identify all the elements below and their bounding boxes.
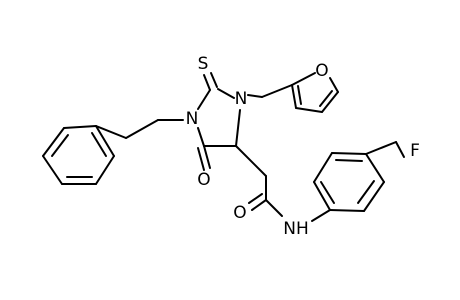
bond-fph-double-3 <box>320 181 335 204</box>
bond-fur-c2-c3-double <box>297 85 302 105</box>
sulfur-label: S <box>198 54 209 74</box>
bond-fur-c5-o <box>329 77 339 93</box>
ring-nitrogen-3-label: N <box>235 89 248 109</box>
bond-n3-ch2 <box>247 94 263 98</box>
bond-c4-n3 <box>235 109 241 147</box>
ring-carbonyl <box>197 145 211 171</box>
bond-fur-c4-c5 <box>321 91 339 113</box>
bond-fur-c3-c4 <box>295 107 323 113</box>
bond-ph-6 <box>95 125 115 157</box>
bond-co-o-a <box>251 199 267 211</box>
bond-c-f-ext <box>395 141 405 158</box>
bond-c-f <box>365 141 397 155</box>
bond-fph-1 <box>329 209 365 212</box>
bond-co-nh <box>265 199 283 217</box>
bond-fur-o-c2 <box>291 72 316 86</box>
bond-c5-o-a <box>203 145 211 169</box>
bond-ph-double-1 <box>51 134 69 157</box>
furan-oxygen-label: O <box>315 61 328 81</box>
bond-ph-1 <box>63 125 97 129</box>
furan-ring <box>291 72 339 113</box>
amide-oxygen-label: O <box>233 203 246 223</box>
bond-ch2-furan <box>261 84 293 98</box>
bond-ph-double-3 <box>91 132 107 157</box>
bond-n1-c2 <box>197 89 211 110</box>
bond-fph-4 <box>331 152 367 155</box>
phenethyl-group <box>95 119 184 139</box>
bond-ph-2 <box>42 127 65 157</box>
bond-ph-3 <box>42 155 63 185</box>
bond-fph-5 <box>313 152 333 183</box>
bond-ch2-ph <box>95 125 127 139</box>
fluorophenyl-ring <box>313 152 385 212</box>
bond-fph-double-1 <box>357 180 375 204</box>
bond-n1-c5 <box>197 127 205 147</box>
thione-group <box>203 72 218 91</box>
bond-c4-ch2 <box>235 145 267 177</box>
ring-nitrogen-1-label: N <box>186 109 199 129</box>
bond-fph-3 <box>365 153 385 183</box>
bond-fur-c4-c5-double <box>319 90 333 107</box>
bond-fur-c2-c3 <box>291 84 297 109</box>
bond-ph-5 <box>95 155 115 185</box>
bond-fph-2 <box>363 181 385 212</box>
bond-c5-o-b <box>197 147 205 171</box>
bond-nh-aryl <box>311 209 331 222</box>
bond-ch2-ch2 <box>125 119 159 139</box>
acetamide-group <box>235 145 283 217</box>
furylmethyl-group <box>247 84 293 98</box>
imidazolidine-ring <box>197 88 241 147</box>
bond-co-o-b <box>248 193 263 204</box>
fluorine-label: F <box>410 141 420 161</box>
phenyl-ring <box>42 125 115 185</box>
amide-nh-label: NH <box>283 219 309 239</box>
bond-c2-s-b <box>210 72 218 88</box>
bond-fph-double-2 <box>335 159 363 162</box>
bond-fph-6 <box>313 181 331 211</box>
bond-c2-n3 <box>217 88 235 99</box>
bond-c2-s-a <box>203 74 211 91</box>
ring-carbonyl-oxygen-label: O <box>197 170 210 190</box>
